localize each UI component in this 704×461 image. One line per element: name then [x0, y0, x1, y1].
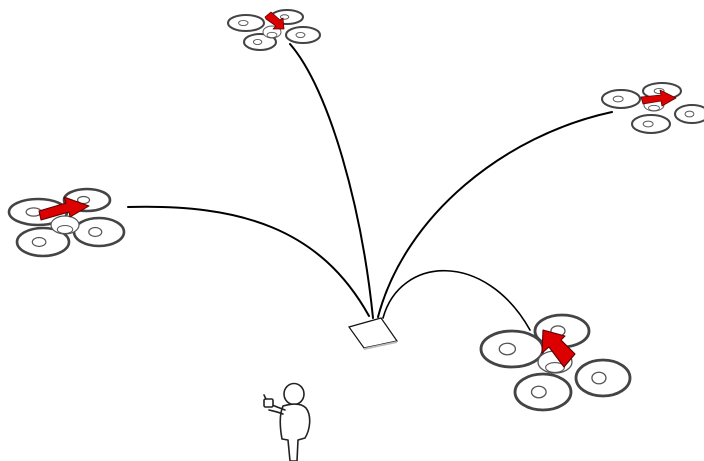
rotor: [602, 90, 640, 108]
rotor: [74, 218, 124, 246]
drone-top: [228, 10, 320, 50]
operator-icon: [264, 384, 310, 461]
rotor: [515, 374, 571, 410]
tether-left: [128, 207, 369, 316]
tethers: [128, 44, 612, 330]
tether-top: [290, 44, 373, 318]
tether-bottom-right: [383, 271, 530, 330]
drone-bottom-right: [481, 315, 630, 410]
rotor: [286, 27, 320, 43]
tether-right: [378, 112, 612, 317]
rotor: [228, 15, 264, 31]
rotor: [576, 360, 630, 396]
rotor: [481, 331, 543, 367]
rotor: [632, 115, 670, 133]
rotor: [675, 105, 704, 123]
quadcopter-icon: [51, 216, 79, 234]
drone-right: [602, 83, 704, 133]
ground-station-icon: [349, 318, 397, 350]
drone-left: [9, 189, 124, 256]
